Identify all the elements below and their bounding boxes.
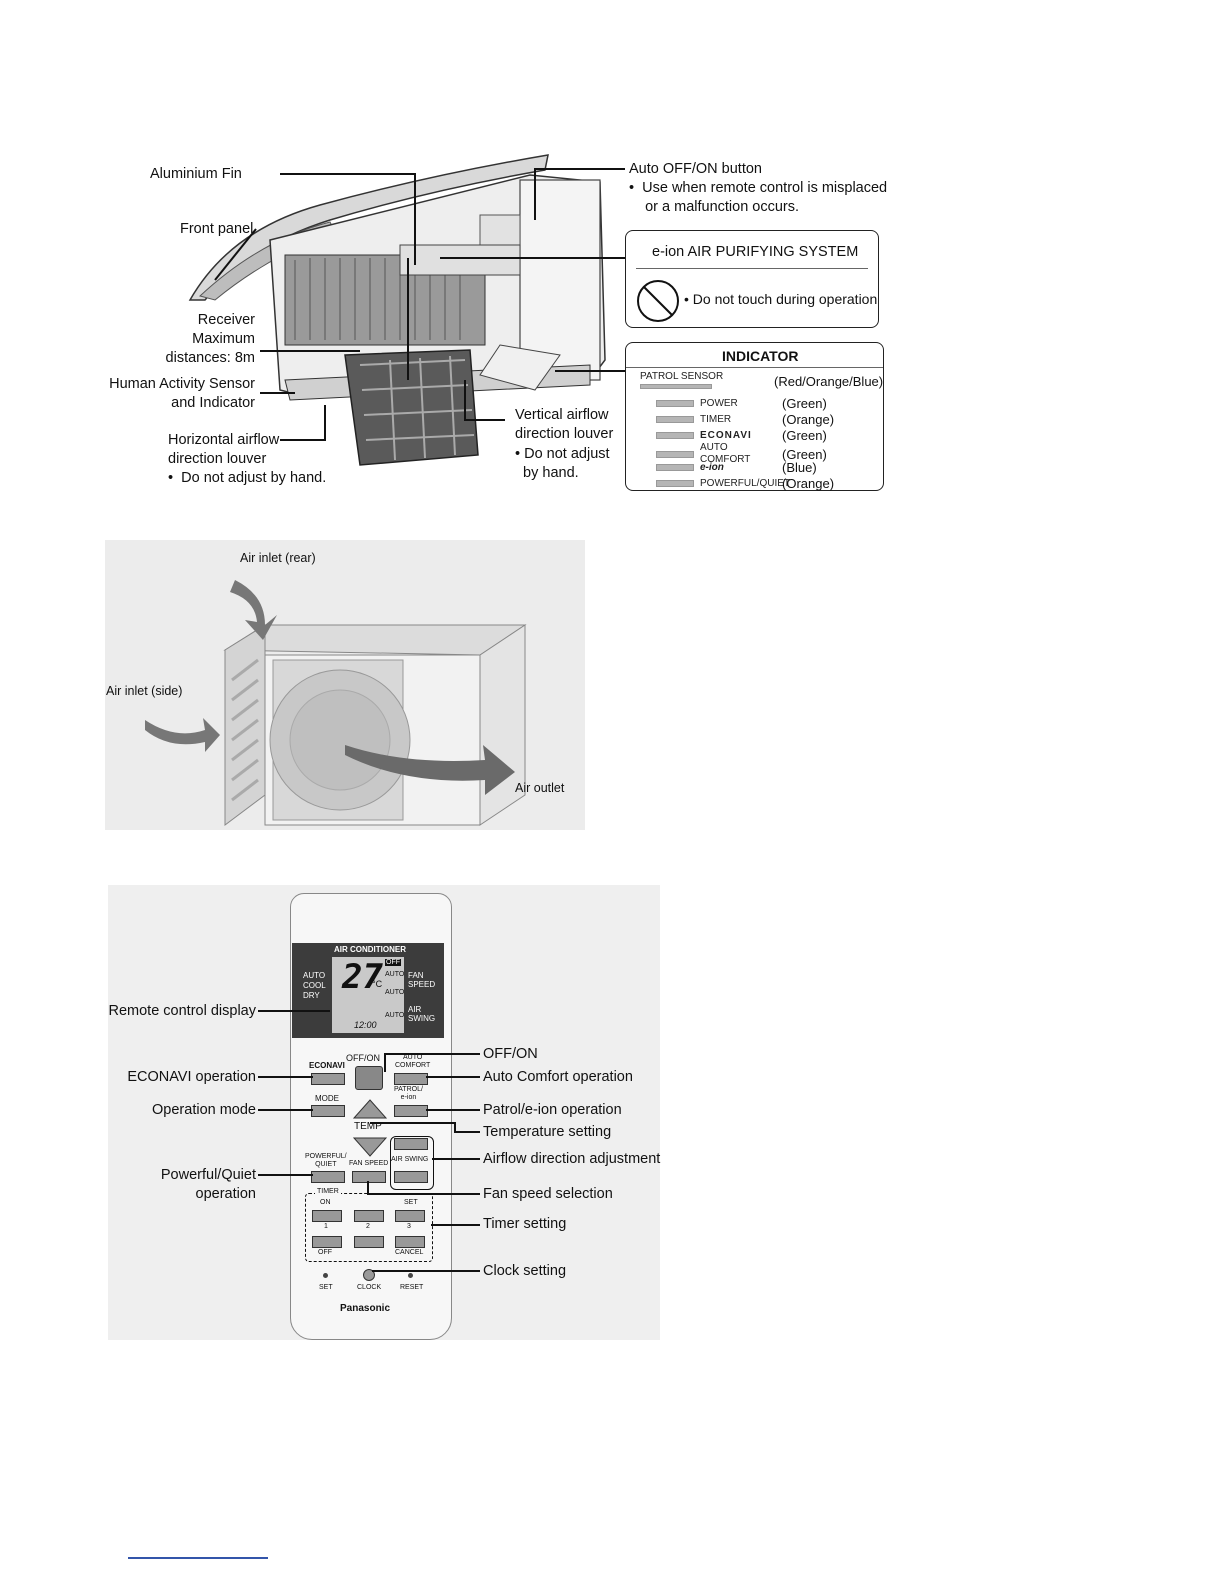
timer-set-button[interactable] xyxy=(395,1210,425,1222)
econavi-button[interactable] xyxy=(311,1073,345,1085)
label-auto-button: Auto OFF/ON button xyxy=(629,160,762,179)
label-vertical-note: • Do not adjust by hand. xyxy=(515,445,610,483)
callout-clock: Clock setting xyxy=(483,1262,566,1281)
callout-offon: OFF/ON xyxy=(483,1045,538,1064)
callout-patrol: Patrol/e-ion operation xyxy=(483,1101,622,1120)
callout-econavi: ECONAVI operation xyxy=(95,1068,256,1087)
timer-cancel-button[interactable] xyxy=(395,1236,425,1248)
callout-powerful: Powerful/Quiet operation xyxy=(95,1166,256,1204)
label-inlet-rear: Air inlet (rear) xyxy=(240,549,316,568)
indicator-title: INDICATOR xyxy=(722,347,798,366)
label-auto-note: • Use when remote control is misplaced o… xyxy=(629,179,887,217)
eion-title: e-ion AIR PURIFYING SYSTEM xyxy=(652,243,858,262)
remote-display: AIR CONDITIONER AUTO COOL DRY 27 °C OFF … xyxy=(292,943,444,1038)
label-receiver: Receiver Maximum distances: 8m xyxy=(150,311,255,368)
eion-note: • Do not touch during operation xyxy=(684,290,877,309)
label-vertical-louver: Vertical airflow direction louver xyxy=(515,406,613,444)
indicator-row: POWERFUL/QUIET (Orange) xyxy=(656,474,834,493)
indicator-box: INDICATOR PATROL SENSOR (Red/Orange/Blue… xyxy=(625,342,884,491)
timer-up-button[interactable] xyxy=(354,1210,384,1222)
timer-on-button[interactable] xyxy=(312,1210,342,1222)
callout-airflow: Airflow direction adjustment xyxy=(483,1150,660,1169)
patrol-button[interactable] xyxy=(394,1105,428,1117)
callout-display: Remote control display xyxy=(95,1002,256,1021)
callout-temp: Temperature setting xyxy=(483,1123,611,1142)
fan-speed-button[interactable] xyxy=(352,1171,386,1183)
callout-timer: Timer setting xyxy=(483,1215,566,1234)
patrol-sensor-label: PATROL SENSOR xyxy=(640,371,723,383)
patrol-sensor-bar xyxy=(640,384,712,389)
label-horizontal-note: • Do not adjust by hand. xyxy=(168,469,326,488)
reset-pinhole[interactable] xyxy=(408,1273,413,1278)
brand-logo: Panasonic xyxy=(340,1303,390,1314)
clock-button[interactable] xyxy=(363,1269,375,1281)
footer-rule xyxy=(128,1557,268,1559)
powerful-quiet-button[interactable] xyxy=(311,1171,345,1183)
patrol-sensor-color: (Red/Orange/Blue) xyxy=(774,372,883,391)
callout-auto-comfort: Auto Comfort operation xyxy=(483,1068,633,1087)
callout-mode: Operation mode xyxy=(95,1101,256,1120)
label-aluminium-fin: Aluminium Fin xyxy=(150,165,242,184)
display-temp: 27 xyxy=(342,957,383,997)
auto-comfort-button[interactable] xyxy=(394,1073,428,1085)
label-inlet-side: Air inlet (side) xyxy=(106,682,182,701)
set-pinhole[interactable] xyxy=(323,1273,328,1278)
timer-off-button[interactable] xyxy=(312,1236,342,1248)
label-front-panel: Front panel xyxy=(180,220,253,239)
label-outlet: Air outlet xyxy=(515,779,564,798)
prohibited-icon xyxy=(636,279,680,323)
airflow-bracket xyxy=(390,1136,434,1190)
timer-down-button[interactable] xyxy=(354,1236,384,1248)
offon-button[interactable] xyxy=(355,1066,383,1090)
label-horizontal-louver: Horizontal airflow direction louver xyxy=(168,431,279,469)
eion-box: e-ion AIR PURIFYING SYSTEM • Do not touc… xyxy=(625,230,879,328)
mode-button[interactable] xyxy=(311,1105,345,1117)
label-human-sensor: Human Activity Sensor and Indicator xyxy=(95,375,255,413)
callout-fan: Fan speed selection xyxy=(483,1185,613,1204)
